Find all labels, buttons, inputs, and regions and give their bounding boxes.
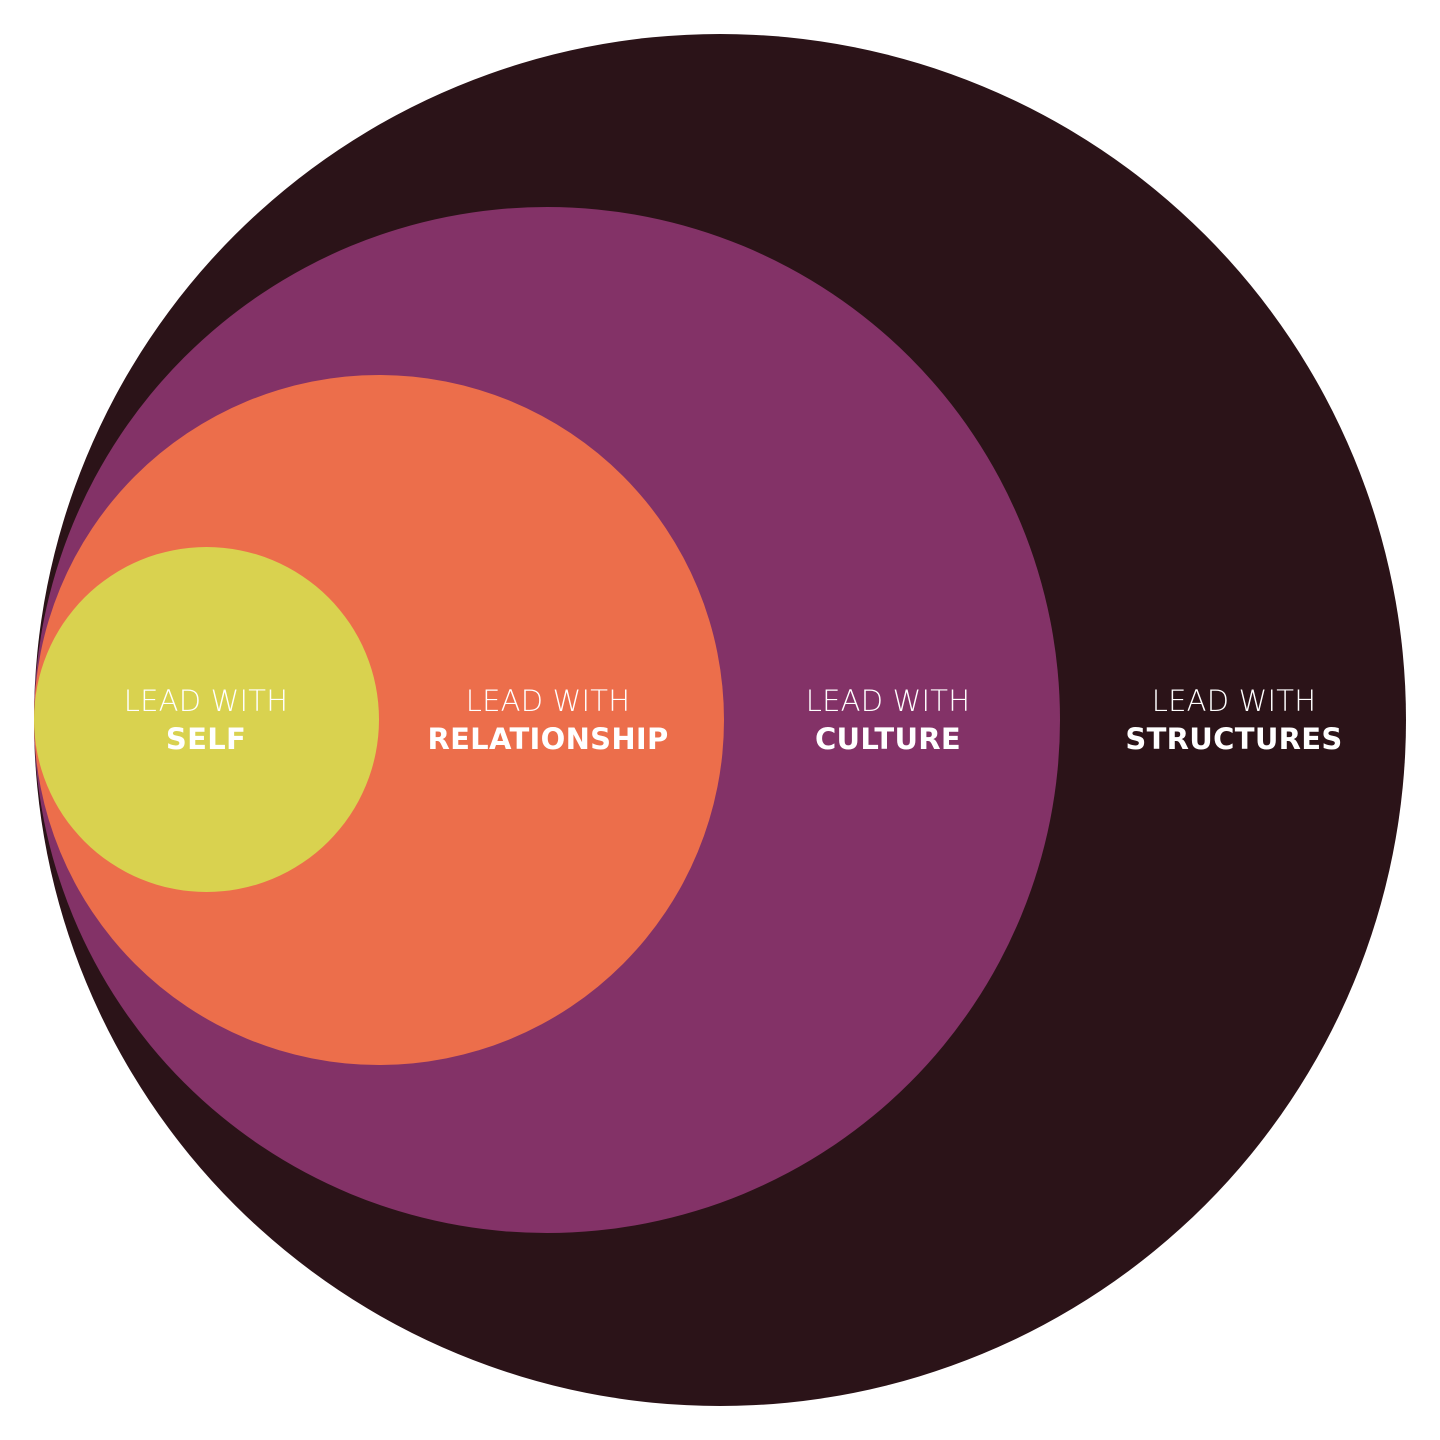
culture-label-prefix: LEAD WITH (805, 684, 971, 718)
structures-label-prefix: LEAD WITH (1151, 684, 1317, 718)
self-circle (34, 547, 379, 892)
culture-label-name: CULTURE (814, 722, 962, 756)
self-label-name: SELF (165, 722, 247, 756)
culture-label: LEAD WITH CULTURE (738, 682, 1038, 758)
relationship-label-prefix: LEAD WITH (465, 684, 631, 718)
relationship-label-name: RELATIONSHIP (427, 722, 669, 756)
self-label: LEAD WITH SELF (56, 682, 356, 758)
self-label-prefix: LEAD WITH (123, 684, 289, 718)
structures-label: LEAD WITH STRUCTURES (1084, 682, 1384, 758)
structures-label-name: STRUCTURES (1125, 722, 1343, 756)
relationship-label: LEAD WITH RELATIONSHIP (398, 682, 698, 758)
